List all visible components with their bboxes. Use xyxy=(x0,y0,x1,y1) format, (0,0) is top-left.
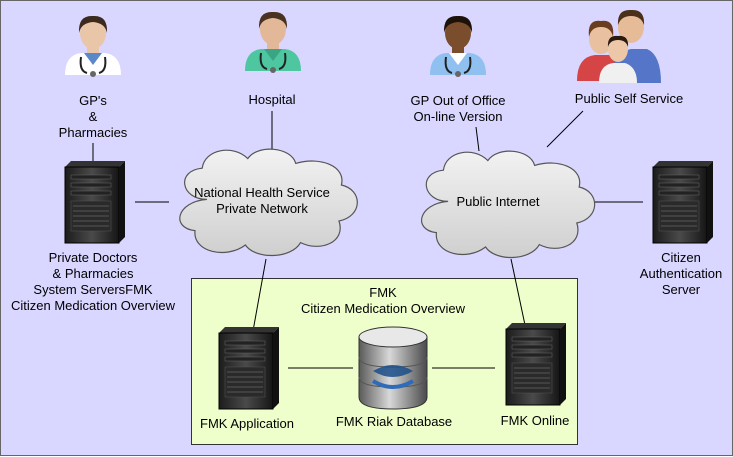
private-servers-label: Private Doctors & Pharmacies System Serv… xyxy=(10,250,175,313)
fmk-application-label: FMK Application xyxy=(200,416,294,431)
hospital-nurse-icon xyxy=(244,10,302,74)
private-servers-server-icon xyxy=(64,160,126,244)
public-internet-label: Public Internet xyxy=(456,194,540,209)
fmk-application-server-icon xyxy=(218,326,280,410)
gp-out-of-office-label: GP Out of Office On-line Version xyxy=(410,93,506,124)
fmk-online-server-icon xyxy=(505,322,567,406)
public-self-service-label: Public Self Service xyxy=(574,91,684,106)
citizen-auth-server-label: Citizen Authentication Server xyxy=(639,250,723,297)
fmk-online-label: FMK Online xyxy=(500,413,570,428)
gp-out-of-office-doctor-icon xyxy=(429,14,487,78)
gp-doctor-icon xyxy=(64,14,122,78)
fmk-riak-database-label: FMK Riak Database xyxy=(335,414,453,429)
citizen-auth-server-icon xyxy=(652,160,714,244)
nhs-network-label: National Health Service Private Network xyxy=(194,185,330,216)
hospital-label: Hospital xyxy=(248,92,296,107)
fmk-riak-database-icon xyxy=(358,326,428,410)
public-family-icon xyxy=(577,9,661,83)
connector-lines xyxy=(92,110,643,369)
gps-pharmacies-label: GP's & Pharmacies xyxy=(58,93,128,140)
fmk-group-title: FMK Citizen Medication Overview xyxy=(300,285,465,316)
